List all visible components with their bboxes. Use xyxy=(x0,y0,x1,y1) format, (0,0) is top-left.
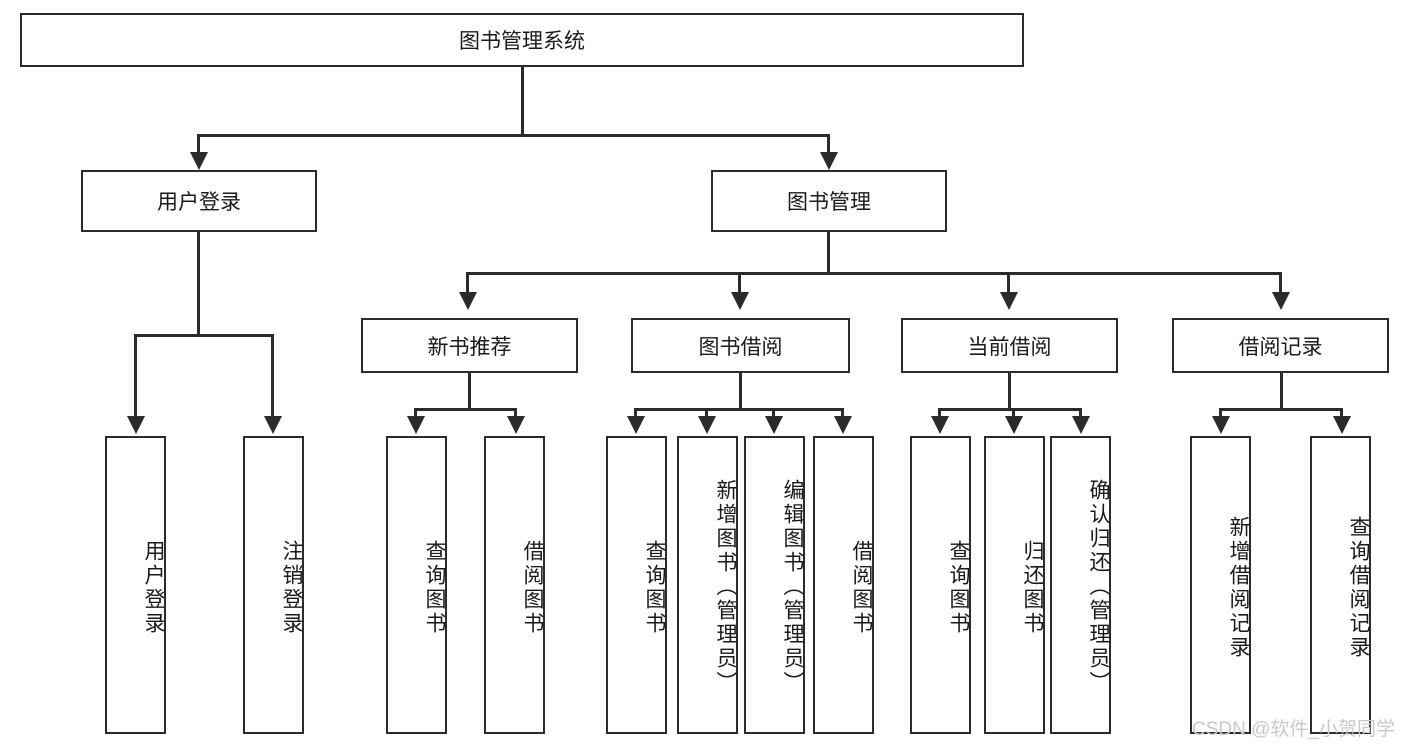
connector-bb-leaf4 xyxy=(841,408,844,418)
arrow-bb-leaf1 xyxy=(627,416,645,434)
connector-book-borrow-stem xyxy=(739,373,742,408)
arrow-bb-leaf4 xyxy=(834,416,852,434)
arrow-to-new-book-rec xyxy=(459,292,477,310)
connector-user-login-to-leaf1 xyxy=(134,334,137,418)
arrow-to-book-mgmt xyxy=(820,152,838,170)
connector-to-current-borrow xyxy=(1007,272,1010,294)
connector-root-to-book-mgmt xyxy=(827,134,830,154)
node-root-system[interactable]: 图书管理系统 xyxy=(20,13,1024,67)
connector-bb-leaf1 xyxy=(634,408,637,418)
node-borrow-record[interactable]: 借阅记录 xyxy=(1172,318,1389,373)
leaf-query-book-bb[interactable]: 查询图书 xyxy=(606,436,667,734)
connector-book-borrow-bar xyxy=(634,408,844,411)
connector-book-mgmt-stem xyxy=(827,232,830,272)
arrow-to-leaf-logout xyxy=(264,416,282,434)
leaf-return-book[interactable]: 归还图书 xyxy=(984,436,1045,734)
leaf-borrow-book-nbr[interactable]: 借阅图书 xyxy=(484,436,545,734)
arrow-nbr-leaf1 xyxy=(407,416,425,434)
arrow-br-leaf1 xyxy=(1212,416,1230,434)
connector-bb-leaf2 xyxy=(705,408,708,418)
arrow-to-leaf-user-login xyxy=(127,416,145,434)
connector-nbr-leaf1 xyxy=(414,408,417,418)
leaf-edit-book-admin[interactable]: 编辑图书（管理员） xyxy=(744,436,805,734)
arrow-cb-leaf2 xyxy=(1005,416,1023,434)
node-user-login[interactable]: 用户登录 xyxy=(81,170,317,232)
leaf-query-book-nbr[interactable]: 查询图书 xyxy=(386,436,447,734)
leaf-confirm-return-admin[interactable]: 确认归还（管理员） xyxy=(1050,436,1111,734)
leaf-user-login[interactable]: 用户登录 xyxy=(105,436,166,734)
connector-new-book-rec-bar xyxy=(414,408,517,411)
connector-borrow-record-bar xyxy=(1219,408,1343,411)
connector-user-login-stem xyxy=(197,232,200,334)
connector-nbr-leaf2 xyxy=(514,408,517,418)
arrow-to-current-borrow xyxy=(1000,292,1018,310)
leaf-query-borrow-record[interactable]: 查询借阅记录 xyxy=(1310,436,1371,734)
connector-root-to-user-login xyxy=(197,134,200,154)
connector-user-login-bar xyxy=(134,334,274,337)
arrow-br-leaf2 xyxy=(1333,416,1351,434)
connector-current-borrow-stem xyxy=(1008,373,1011,408)
leaf-add-book-admin[interactable]: 新增图书（管理员） xyxy=(677,436,738,734)
connector-to-book-borrow xyxy=(738,272,741,294)
leaf-query-book-cb[interactable]: 查询图书 xyxy=(910,436,971,734)
arrow-to-user-login xyxy=(190,152,208,170)
arrow-to-book-borrow xyxy=(731,292,749,310)
connector-to-new-book-rec xyxy=(466,272,469,294)
connector-to-borrow-record xyxy=(1279,272,1282,294)
arrow-to-borrow-record xyxy=(1272,292,1290,310)
leaf-logout[interactable]: 注销登录 xyxy=(243,436,304,734)
connector-br-leaf1 xyxy=(1219,408,1222,418)
connector-book-mgmt-bar xyxy=(466,272,1282,275)
arrow-cb-leaf1 xyxy=(931,416,949,434)
arrow-bb-leaf2 xyxy=(698,416,716,434)
node-book-borrow[interactable]: 图书借阅 xyxy=(631,318,850,373)
connector-new-book-rec-stem xyxy=(468,373,471,408)
connector-cb-leaf1 xyxy=(938,408,941,418)
arrow-bb-leaf3 xyxy=(765,416,783,434)
connector-br-leaf2 xyxy=(1340,408,1343,418)
leaf-add-borrow-record[interactable]: 新增借阅记录 xyxy=(1190,436,1251,734)
node-book-management[interactable]: 图书管理 xyxy=(711,170,947,232)
leaf-borrow-book-bb[interactable]: 借阅图书 xyxy=(813,436,874,734)
connector-root-bar xyxy=(197,134,830,137)
connector-cb-leaf3 xyxy=(1079,408,1082,418)
connector-cb-leaf2 xyxy=(1012,408,1015,418)
connector-root-stem xyxy=(521,67,524,134)
node-current-borrow[interactable]: 当前借阅 xyxy=(901,318,1118,373)
node-new-book-recommend[interactable]: 新书推荐 xyxy=(361,318,578,373)
connector-user-login-to-leaf2 xyxy=(271,334,274,418)
connector-bb-leaf3 xyxy=(772,408,775,418)
arrow-cb-leaf3 xyxy=(1072,416,1090,434)
arrow-nbr-leaf2 xyxy=(507,416,525,434)
connector-borrow-record-stem xyxy=(1280,373,1283,408)
connector-current-borrow-bar xyxy=(938,408,1082,411)
